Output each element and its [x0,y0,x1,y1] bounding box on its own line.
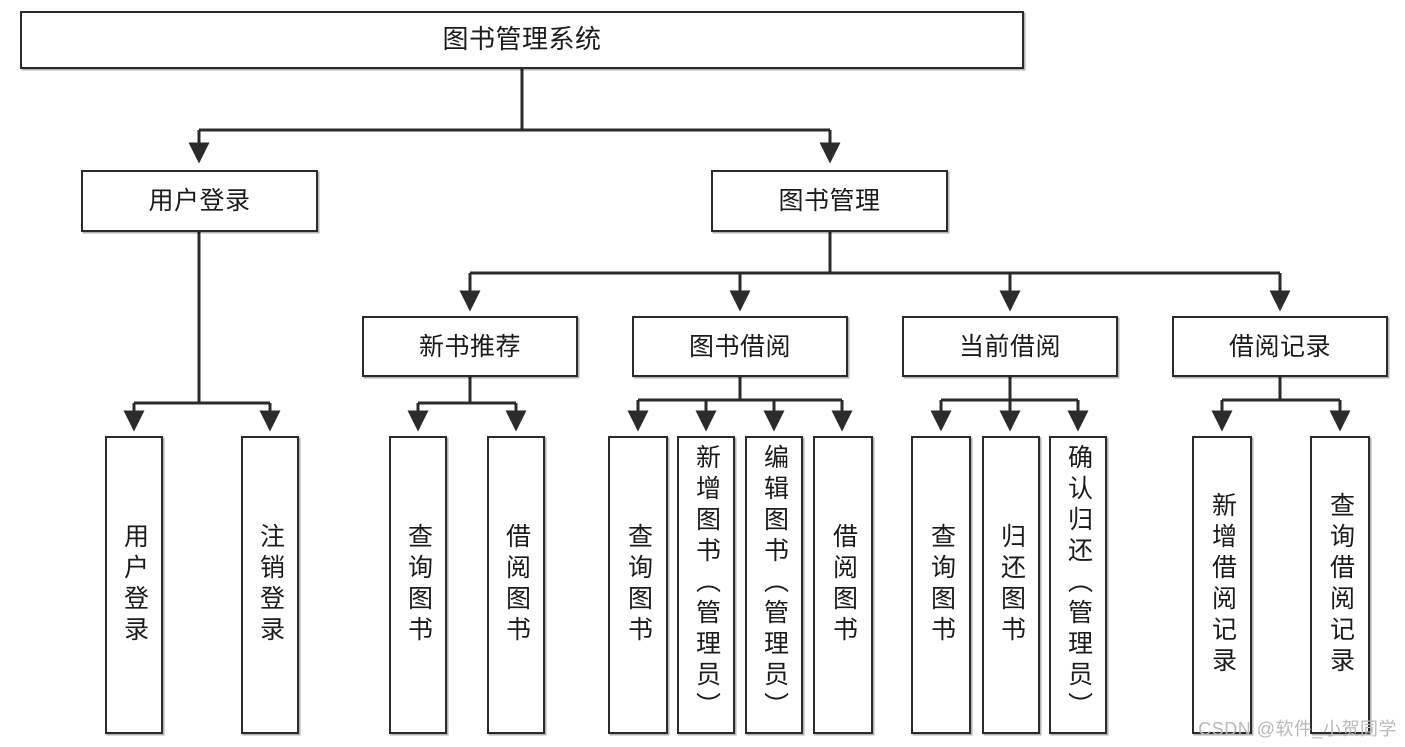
node-book-manage-label: 图书管理 [778,187,881,215]
leaf-logout-label: 注销登录 [256,523,285,647]
leaf-logout[interactable]: 注销登录 [241,436,299,734]
leaf-confirm-return[interactable]: 确认归还（管理员） [1049,436,1107,734]
leaf-borrow-book-rec-label: 借阅图书 [502,523,531,647]
leaf-borrow-book-rec[interactable]: 借阅图书 [487,436,545,734]
leaf-add-record[interactable]: 新增借阅记录 [1192,436,1252,734]
leaf-borrow-book[interactable]: 借阅图书 [813,436,873,734]
leaf-query-record-label: 查询借阅记录 [1326,492,1355,678]
leaf-user-login[interactable]: 用户登录 [105,436,163,734]
leaf-user-login-label: 用户登录 [120,523,149,647]
leaf-add-book-label: 新增图书（管理员） [692,444,721,723]
leaf-edit-book[interactable]: 编辑图书（管理员） [745,436,803,734]
node-book-borrow-label: 图书借阅 [688,332,791,361]
node-current-borrow-label: 当前借阅 [958,332,1061,361]
node-new-book-rec[interactable]: 新书推荐 [362,316,578,377]
leaf-borrow-book-label: 借阅图书 [829,523,858,647]
leaf-query-book-current-label: 查询图书 [927,523,956,647]
leaf-query-book-borrow[interactable]: 查询图书 [608,436,668,734]
node-user-login-label: 用户登录 [148,187,251,215]
node-current-borrow[interactable]: 当前借阅 [902,316,1118,377]
node-book-manage[interactable]: 图书管理 [711,170,948,232]
node-new-book-rec-label: 新书推荐 [418,332,521,361]
node-user-login[interactable]: 用户登录 [81,170,318,232]
leaf-add-record-label: 新增借阅记录 [1208,492,1237,678]
leaf-query-book-borrow-label: 查询图书 [624,523,653,647]
node-book-borrow[interactable]: 图书借阅 [632,316,848,377]
leaf-add-book[interactable]: 新增图书（管理员） [677,436,735,734]
node-root[interactable]: 图书管理系统 [20,11,1024,69]
leaf-query-book-current[interactable]: 查询图书 [911,436,971,734]
leaf-query-record[interactable]: 查询借阅记录 [1310,436,1370,734]
node-borrow-record[interactable]: 借阅记录 [1172,316,1388,377]
leaf-query-book-rec-label: 查询图书 [404,523,433,647]
leaf-return-book[interactable]: 归还图书 [982,436,1040,734]
node-root-label: 图书管理系统 [442,24,602,55]
leaf-confirm-return-label: 确认归还（管理员） [1064,444,1093,723]
leaf-edit-book-label: 编辑图书（管理员） [760,444,789,723]
leaf-return-book-label: 归还图书 [997,523,1026,647]
node-borrow-record-label: 借阅记录 [1228,332,1331,361]
leaf-query-book-rec[interactable]: 查询图书 [389,436,447,734]
